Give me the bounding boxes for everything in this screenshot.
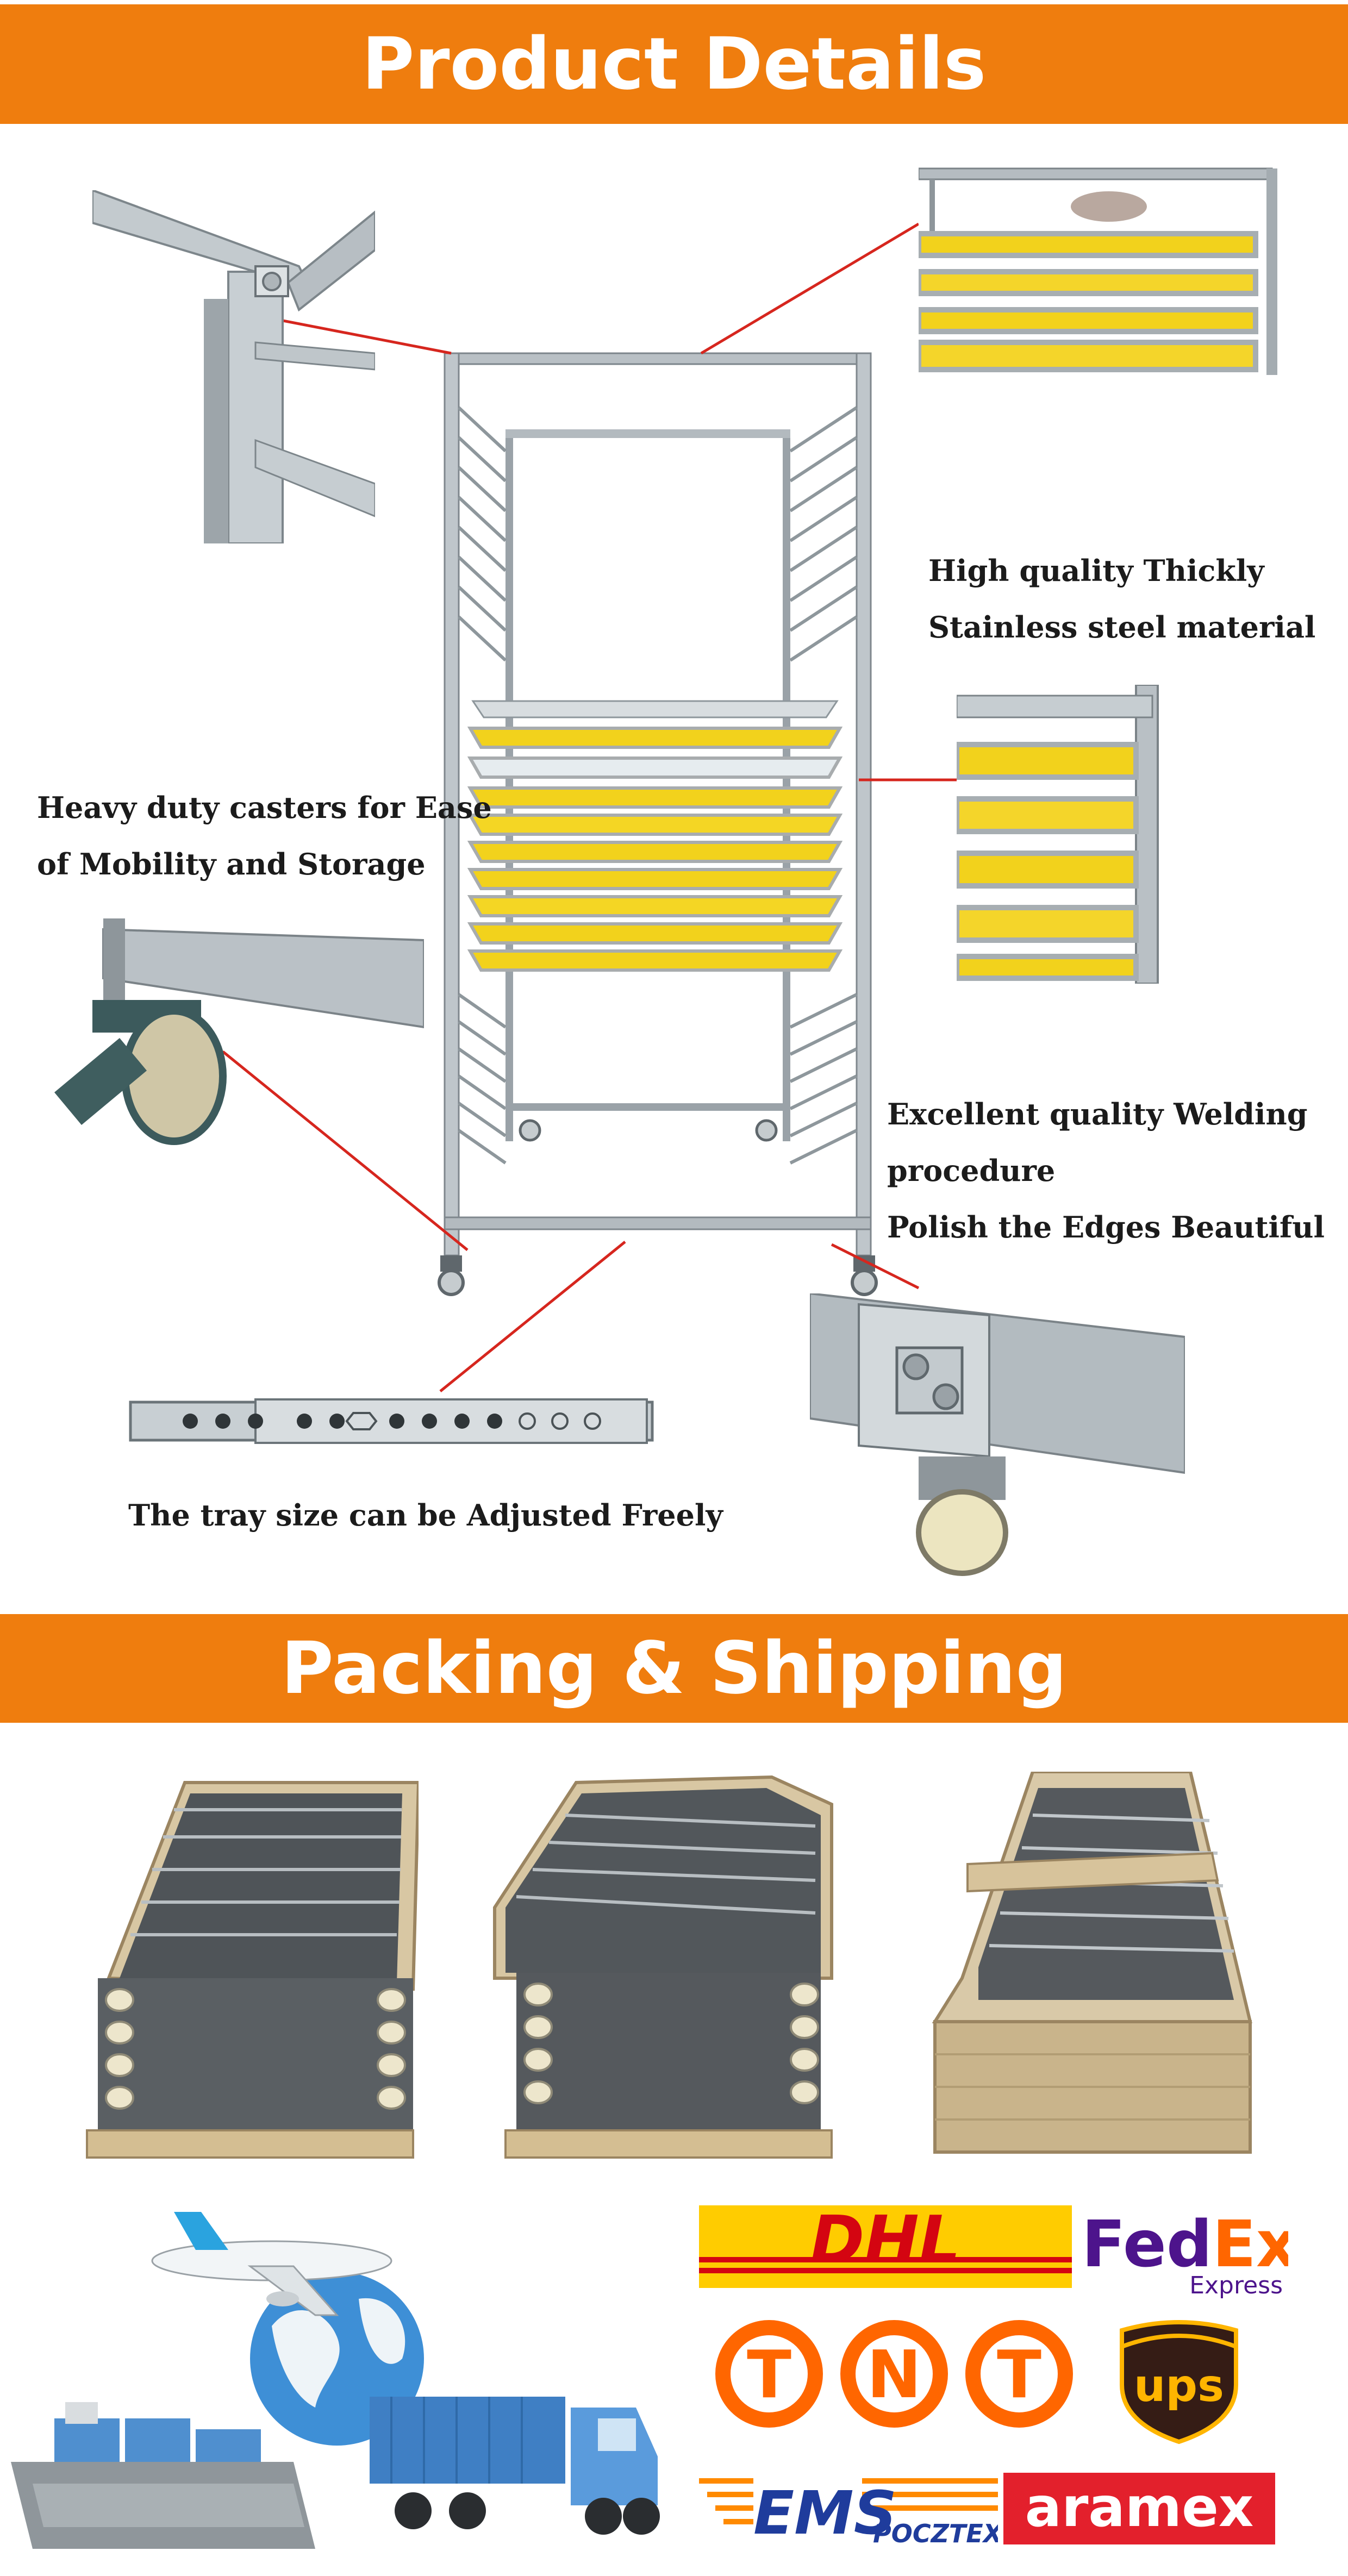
welding-caption-line-1: Excellent quality Welding <box>887 1097 1308 1131</box>
ups-logo: ups <box>1116 2319 1241 2444</box>
fedex-ex-text: Ex <box>1212 2206 1288 2281</box>
casters-caption-line-1: Heavy duty casters for Ease <box>37 790 492 825</box>
packing-photo-2 <box>484 1772 842 2163</box>
aramex-logo: aramex <box>1003 2473 1275 2544</box>
welding-caption-line-2: procedure <box>887 1153 1056 1188</box>
ems-text: EMS <box>753 2478 897 2548</box>
tnt-logo: T N T <box>707 2319 1082 2428</box>
logistics-illustration <box>11 2201 669 2571</box>
pocztex-text: POCZTEX <box>873 2519 998 2548</box>
fedex-fed-text: Fed <box>1082 2206 1212 2281</box>
top-trays-detail-photo <box>919 163 1277 380</box>
main-rack-photo <box>435 342 881 1304</box>
tnt-t2-text: T <box>997 2337 1041 2413</box>
aramex-text: aramex <box>1025 2475 1254 2539</box>
dhl-logo-text: DHL <box>810 2205 961 2278</box>
ems-pocztex-logo: EMS POCZTEX <box>699 2473 998 2549</box>
caster-detail-photo <box>43 918 424 1147</box>
casters-caption: Heavy duty casters for Ease of Mobility … <box>37 779 492 892</box>
casters-caption-line-2: of Mobility and Storage <box>37 847 426 881</box>
tnt-t1-text: T <box>747 2337 791 2413</box>
fedex-logo: FedEx Express <box>1082 2206 1288 2299</box>
product-details-banner: Product Details <box>0 4 1348 124</box>
fedex-express-text: Express <box>1189 2272 1283 2299</box>
material-caption-line-1: High quality Thickly <box>928 553 1264 588</box>
packing-photo-3 <box>929 1772 1256 2163</box>
tnt-n-text: N <box>867 2337 921 2413</box>
welding-caption-line-3: Polish the Edges Beautiful <box>887 1210 1325 1245</box>
material-caption: High quality Thickly Stainless steel mat… <box>928 542 1315 655</box>
welding-caption: Excellent quality Welding procedure Poli… <box>887 1086 1325 1255</box>
tray-stack-detail-photo <box>957 685 1185 984</box>
material-caption-line-2: Stainless steel material <box>928 610 1316 645</box>
ups-text: ups <box>1134 2360 1224 2412</box>
dhl-logo: DHL <box>699 2205 1072 2288</box>
packing-photo-1 <box>76 1772 419 2163</box>
svg-text:FedEx: FedEx <box>1082 2206 1288 2281</box>
corner-detail-photo <box>92 190 375 543</box>
packing-shipping-banner: Packing & Shipping <box>0 1614 1348 1723</box>
tray-caption: The tray size can be Adjusted Freely <box>128 1498 723 1533</box>
adjustable-bar-detail-photo <box>125 1391 658 1451</box>
welding-detail-photo <box>810 1293 1185 1576</box>
